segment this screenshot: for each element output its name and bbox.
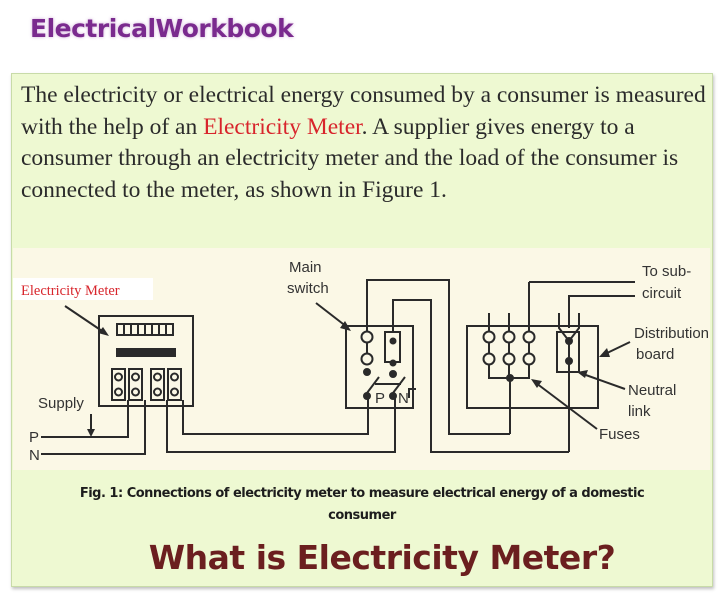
fuses-label: Fuses bbox=[599, 426, 640, 443]
main-switch-label-1: Main bbox=[289, 259, 322, 276]
distribution-board bbox=[466, 282, 635, 452]
to-sub-label-1: To sub- bbox=[642, 263, 691, 280]
meter-label-bg bbox=[13, 278, 153, 300]
electricity-meter-label: Electricity Meter bbox=[21, 283, 120, 299]
wiring-diagram: Electricity Meter bbox=[13, 248, 710, 470]
neutral-supply-wire bbox=[41, 400, 146, 455]
meter-disc-window bbox=[116, 348, 176, 357]
intro-text-before: The electricity or electrical energy con… bbox=[21, 82, 706, 140]
phase-label: P bbox=[29, 429, 39, 446]
neutral-link bbox=[556, 313, 580, 452]
site-brand: ElectricalWorkbook bbox=[30, 14, 294, 43]
intro-text-after: . A supplier gives energy to a consumer … bbox=[21, 113, 679, 203]
fuses-pointer-arrow bbox=[531, 379, 598, 430]
switch-p-label: P bbox=[375, 390, 385, 407]
main-switch-label-2: switch bbox=[287, 280, 329, 297]
neutral-label: N bbox=[29, 447, 40, 464]
switch-n-label: N bbox=[398, 390, 409, 407]
figure-caption: Fig. 1: Connections of electricity meter… bbox=[12, 483, 712, 527]
intro-highlight: Electricity Meter bbox=[203, 113, 362, 140]
fuses bbox=[482, 330, 536, 366]
wiring-diagram-svg: Electricity Meter bbox=[13, 259, 709, 464]
meter-phase-out-wire bbox=[182, 397, 369, 435]
distribution-board-pointer-arrow bbox=[599, 341, 631, 357]
electricity-meter bbox=[98, 315, 194, 407]
caption-line-1: Fig. 1: Connections of electricity meter… bbox=[79, 486, 645, 501]
switch-neutral-to-board-wire bbox=[392, 299, 569, 453]
meter-pointer-arrow bbox=[64, 305, 109, 336]
intro-paragraph: The electricity or electrical energy con… bbox=[21, 80, 706, 206]
meter-neutral-out-wire bbox=[166, 397, 396, 453]
caption-line-2: consumer bbox=[328, 508, 396, 523]
phase-supply-wire bbox=[41, 400, 129, 438]
meter-terminals bbox=[111, 368, 182, 401]
content-card: The electricity or electrical energy con… bbox=[11, 73, 713, 587]
neutral-link-pointer-arrow bbox=[577, 370, 626, 390]
supply-label: Supply bbox=[38, 395, 84, 412]
neutral-link-label-1: Neutral bbox=[628, 382, 676, 399]
neutral-link-label-2: link bbox=[628, 403, 651, 420]
switch-phase-to-board-wire bbox=[366, 279, 510, 435]
to-sub-label-2: circuit bbox=[642, 285, 682, 302]
supply-arrow-head bbox=[87, 429, 95, 437]
distribution-board-label-1: Distribution bbox=[634, 325, 709, 342]
page-headline: What is Electricity Meter? bbox=[148, 538, 616, 577]
distribution-board-label-2: board bbox=[636, 346, 674, 363]
